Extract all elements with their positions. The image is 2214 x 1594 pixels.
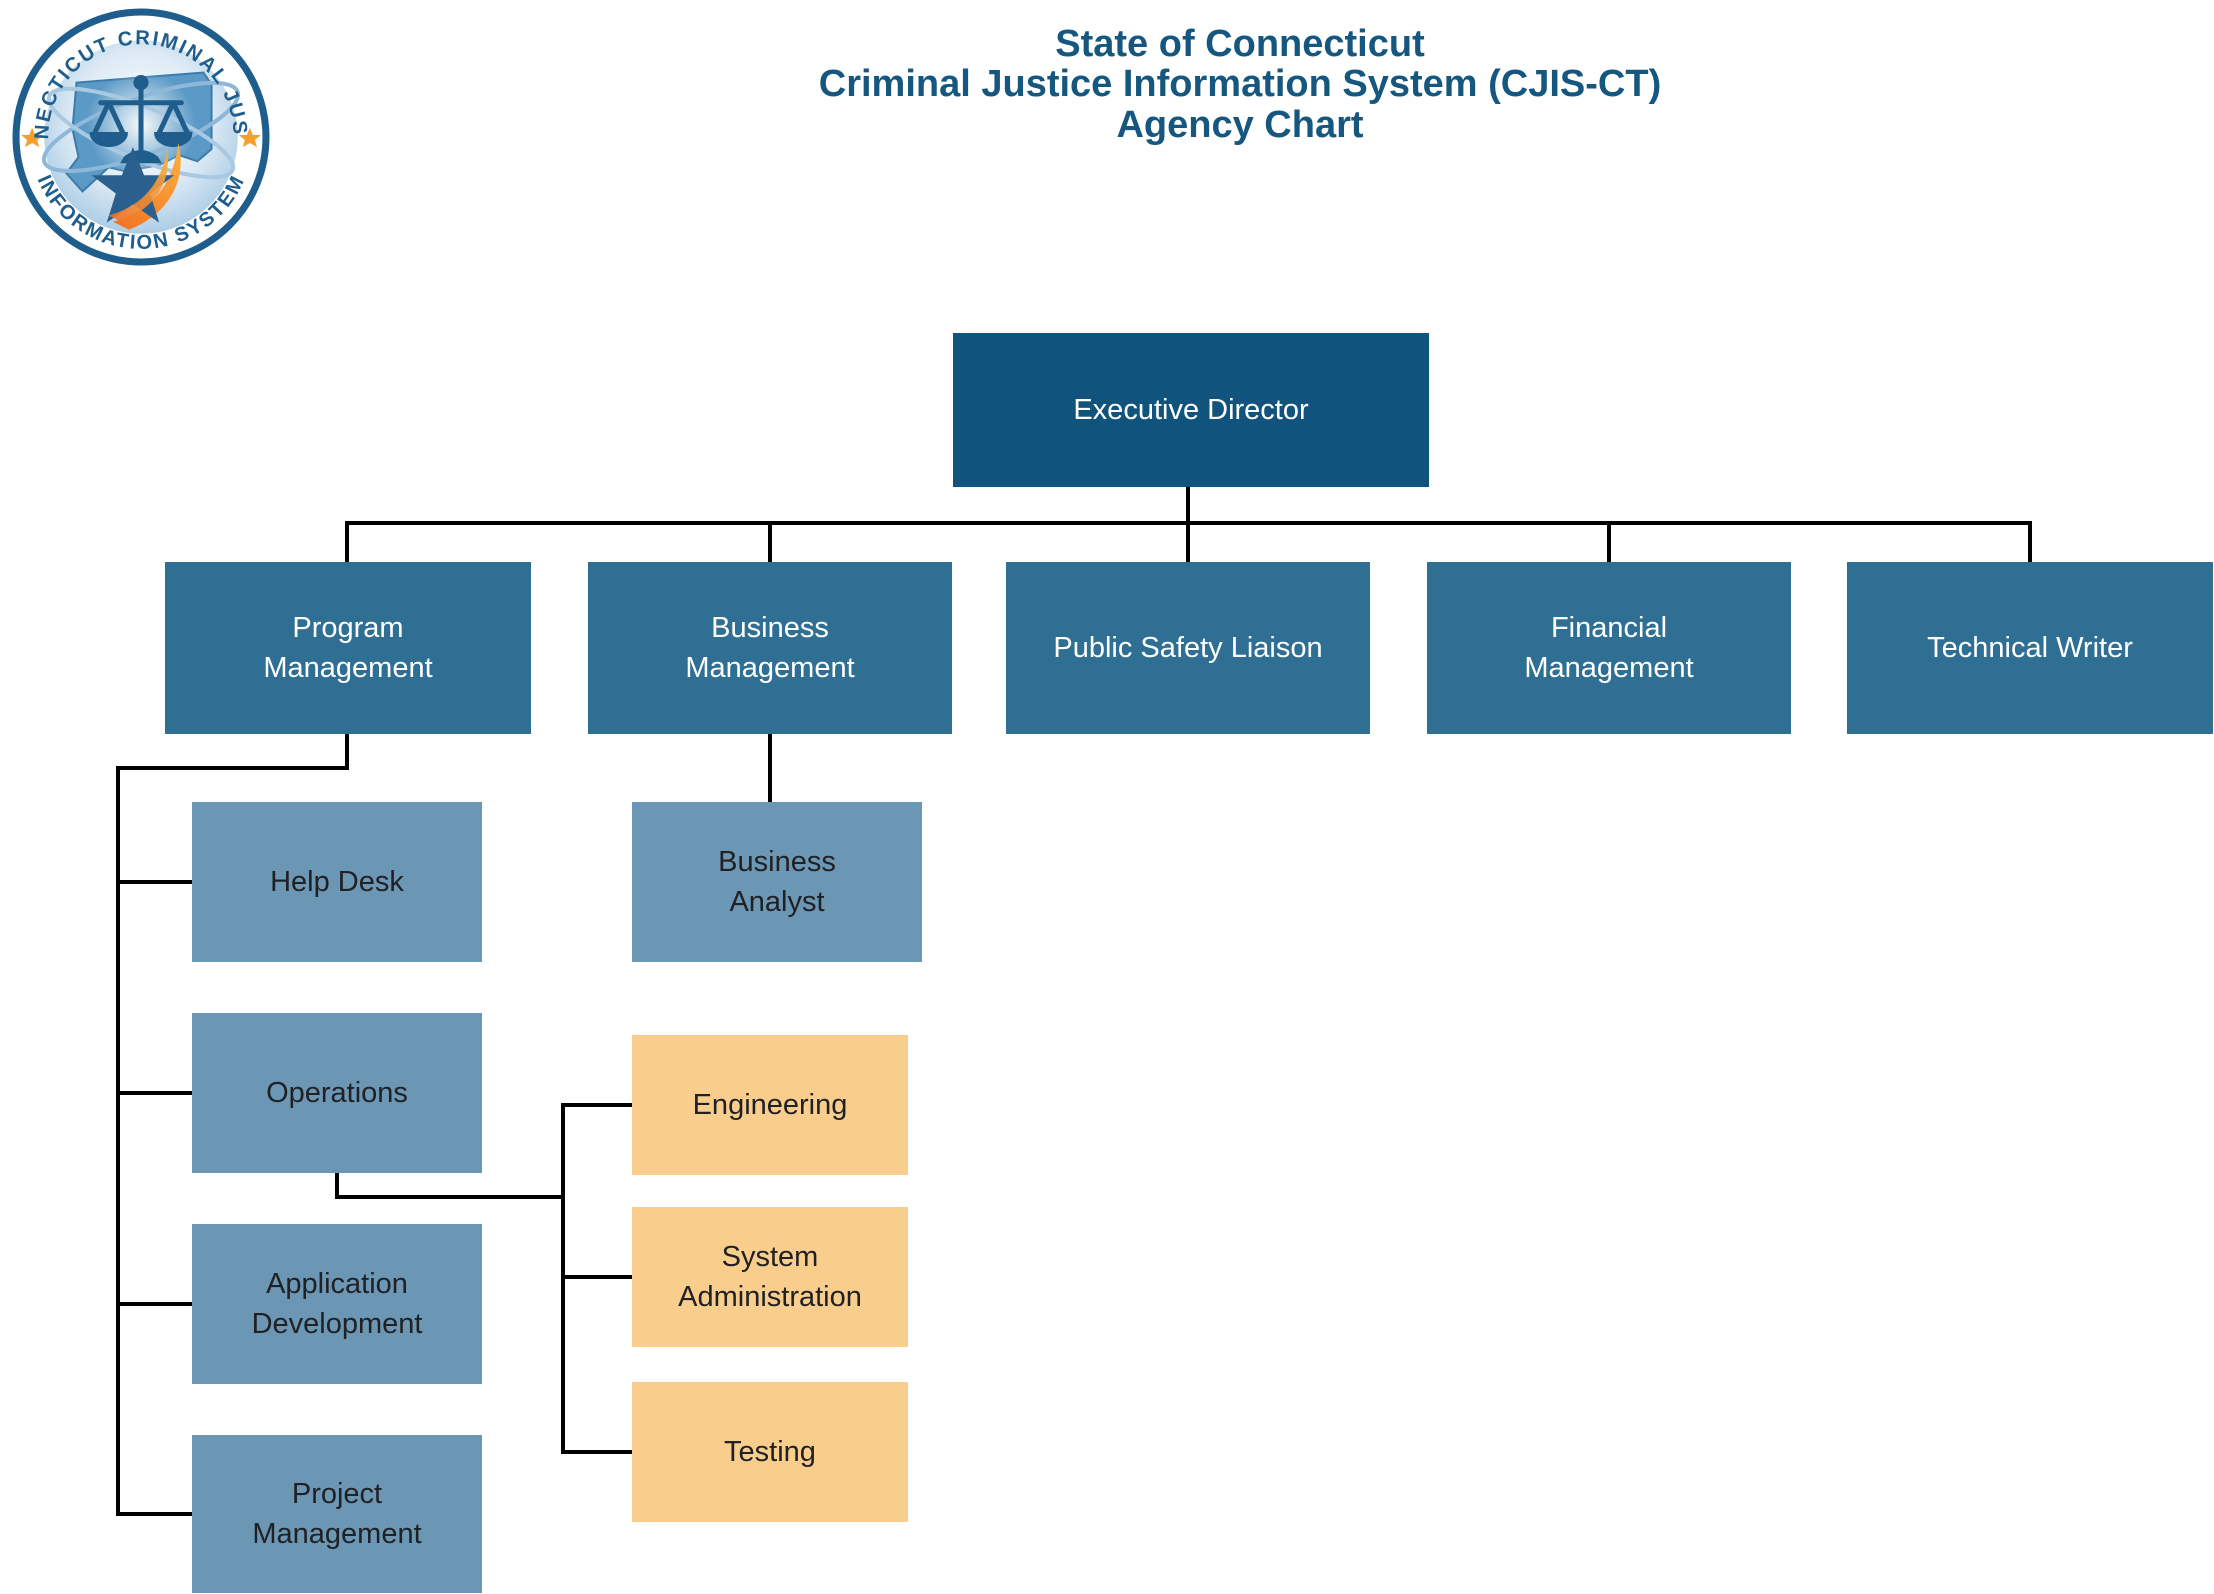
- org-node-business-management: Business Management: [588, 562, 952, 734]
- org-node-program-management: Program Management: [165, 562, 531, 734]
- org-node-testing: Testing: [632, 1382, 908, 1522]
- page-title-line-2: Criminal Justice Information System (CJI…: [818, 63, 1662, 106]
- page-title: State of Connecticut Criminal Justice In…: [440, 24, 2040, 145]
- connector-drop-technical-writer: [2028, 521, 2032, 562]
- band-star-right-icon: [238, 127, 261, 148]
- connector-pm-elbow-vertical: [345, 734, 349, 770]
- connector-stub-operations: [116, 1091, 194, 1095]
- cjis-seal-logo: CONNECTICUT CRIMINAL JUSTICE INFORMATION…: [12, 8, 270, 266]
- org-node-help-desk: Help Desk: [192, 802, 482, 962]
- org-node-technical-writer: Technical Writer: [1847, 562, 2213, 734]
- connector-pm-elbow-horizontal: [116, 766, 349, 770]
- connector-drop-business-mgmt: [768, 521, 772, 562]
- connector-stub-help-desk: [116, 880, 194, 884]
- connector-bm-to-business-analyst: [768, 734, 772, 802]
- connector-drop-program-mgmt: [345, 521, 349, 562]
- connector-stub-system-admin: [561, 1275, 634, 1279]
- org-node-financial-management: Financial Management: [1427, 562, 1791, 734]
- org-node-public-safety-liaison: Public Safety Liaison: [1006, 562, 1370, 734]
- star-swoosh-icon: [91, 143, 181, 230]
- connector-level2-rail: [345, 521, 2032, 525]
- connector-ops-elbow-horizontal: [335, 1195, 565, 1199]
- band-star-left-icon: [21, 127, 44, 148]
- connector-drop-financial-mgmt: [1607, 521, 1611, 562]
- org-node-project-management: Project Management: [192, 1435, 482, 1593]
- org-node-executive-director: Executive Director: [953, 333, 1429, 487]
- org-node-engineering: Engineering: [632, 1035, 908, 1175]
- org-node-application-development: Application Development: [192, 1224, 482, 1384]
- org-node-business-analyst: Business Analyst: [632, 802, 922, 962]
- org-node-operations: Operations: [192, 1013, 482, 1173]
- connector-stub-project-mgmt: [116, 1512, 194, 1516]
- org-node-system-administration: System Administration: [632, 1207, 908, 1347]
- connector-stub-engineering: [561, 1103, 634, 1107]
- connector-pm-spine: [116, 766, 120, 1516]
- connector-stub-app-development: [116, 1302, 194, 1306]
- page-title-line-1: State of Connecticut: [1055, 23, 1425, 65]
- page-title-line-3: Agency Chart: [1116, 103, 1364, 146]
- connector-stub-testing: [561, 1450, 634, 1454]
- connector-ops-elbow-vertical: [335, 1173, 339, 1199]
